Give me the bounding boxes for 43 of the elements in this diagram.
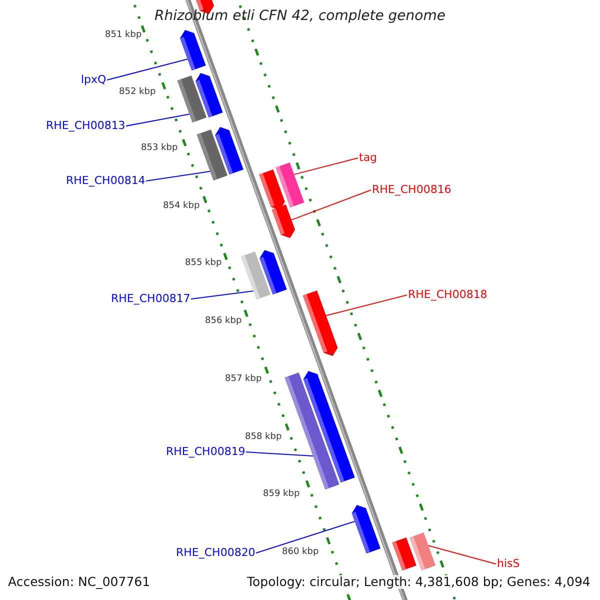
map-title: Rhizobium etli CFN 42, complete genome [154,8,446,24]
leader-line [428,545,496,564]
gene-block [276,162,304,208]
gene-label: RHE_CH00819 [166,446,246,458]
gene-block [272,204,296,238]
leader-line [246,452,314,456]
gene-block [240,251,271,300]
gene-label: RHE_CH00814 [66,174,146,188]
tick-label: 856 kbp [205,316,242,326]
gene-label: RHE_CH00816 [372,184,452,196]
gene-block [284,372,340,490]
gene-block [352,505,381,554]
gene-label: RHE_CH00813 [46,120,126,132]
leader-line [126,114,190,126]
gene-label: tag [359,152,378,164]
leader-line [294,158,358,175]
gene-block [177,75,207,123]
gene-label: hisS [497,558,520,570]
leader-line [326,294,408,316]
leader-line [190,290,254,300]
tick-label: 853 kbp [141,143,178,154]
gene-block [196,129,228,181]
gene-label: RHE_CH00817 [111,292,190,306]
gene-block [180,30,206,71]
tick-label: 859 kbp [263,489,300,500]
tick-label: 857 kbp [225,374,262,384]
tick-label: 858 kbp [245,432,282,442]
gene-label: RHE_CH00820 [176,546,256,560]
tick-label: 860 kbp [282,547,319,558]
tick-label: 852 kbp [119,87,156,98]
accession-text: Accession: NC_007761 [8,575,150,590]
tick-label: 851 kbp [105,30,142,40]
gene-block [302,290,338,356]
gene-label: lpxQ [81,74,106,86]
tick-label: 854 kbp [163,201,200,212]
gene-label: RHE_CH00818 [408,288,488,302]
leader-line [256,520,356,554]
genome-info-text: Topology: circular; Length: 4,381,608 bp; Genes: 4,094 [245,575,592,590]
tick-label: 855 kbp [185,258,222,268]
leader-line [290,190,372,220]
gene-block [392,537,416,571]
leader-line [106,58,188,80]
leader-line [146,170,211,182]
